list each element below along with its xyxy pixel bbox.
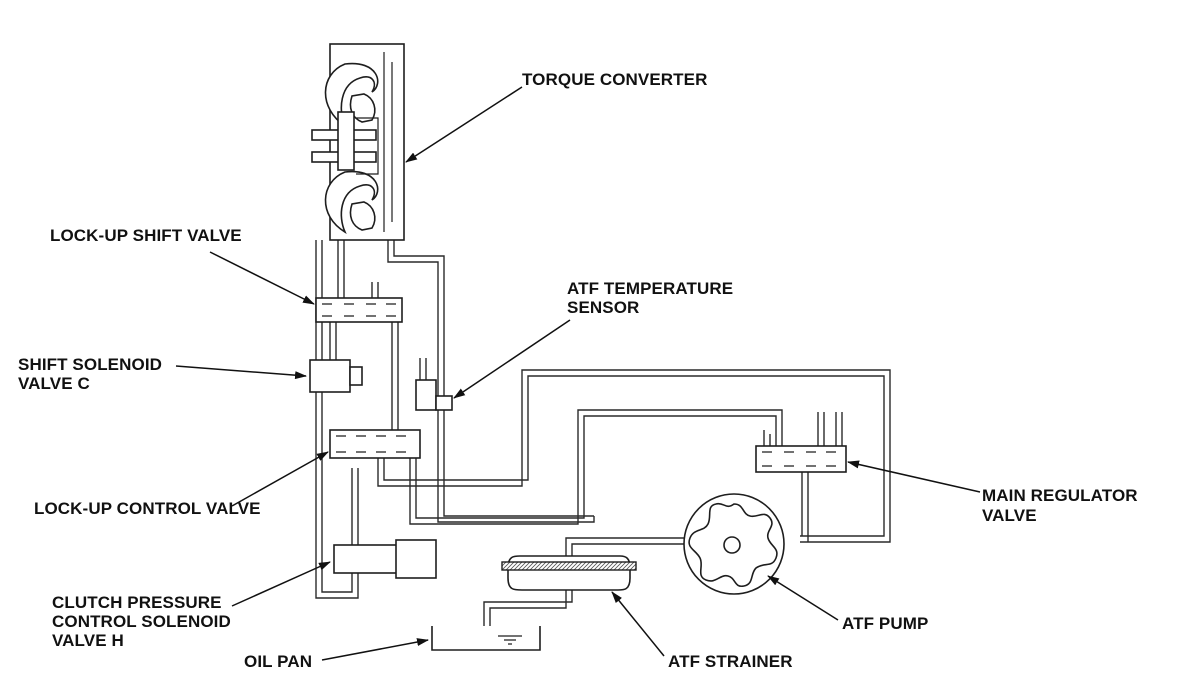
lockup-shift-valve (315, 297, 403, 323)
torque-converter (311, 43, 405, 241)
clutch-pressure-control-solenoid-valve-h (333, 539, 437, 579)
fluid-lines (315, 240, 891, 632)
label-lockup-control-valve: LOCK-UP CONTROL VALVE (34, 499, 261, 518)
label-shift-solenoid-valve-c-line1: SHIFT SOLENOID (18, 355, 163, 374)
atf-pump (683, 493, 785, 595)
label-oil-pan: OIL PAN (244, 652, 313, 671)
atf-strainer (501, 555, 637, 591)
label-clutch-pressure-line3: VALVE H (52, 631, 124, 650)
label-clutch-pressure-line2: CONTROL SOLENOID (52, 612, 231, 631)
oil-pan (431, 626, 541, 651)
label-atf-pump: ATF PUMP (842, 614, 929, 633)
label-lockup-shift-valve: LOCK-UP SHIFT VALVE (50, 226, 242, 245)
label-atf-temperature-sensor-line1: ATF TEMPERATURE (567, 279, 734, 298)
label-shift-solenoid-valve-c-line2: VALVE C (18, 374, 90, 393)
label-atf-temperature-sensor-line2: SENSOR (567, 298, 640, 317)
label-main-regulator-valve-line2: VALVE (982, 506, 1037, 525)
main-regulator-valve (755, 445, 847, 473)
label-atf-strainer: ATF STRAINER (668, 652, 793, 671)
label-main-regulator-valve-line1: MAIN REGULATOR (982, 486, 1138, 505)
atf-temperature-sensor (415, 379, 453, 411)
leader-lines (175, 86, 981, 661)
label-torque-converter: TORQUE CONVERTER (522, 70, 708, 89)
label-clutch-pressure-line1: CLUTCH PRESSURE (52, 593, 222, 612)
lockup-control-valve (329, 429, 421, 459)
shift-solenoid-valve-c (309, 359, 363, 393)
